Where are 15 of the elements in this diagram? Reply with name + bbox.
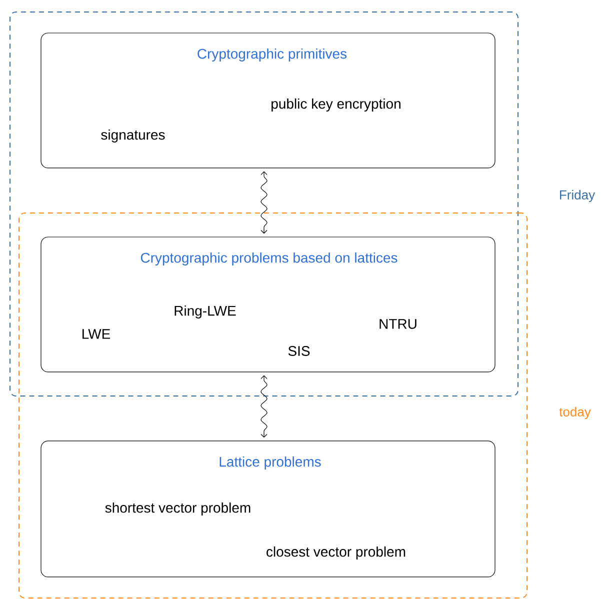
item-text: public key encryption xyxy=(272,98,400,112)
region-label: Friday xyxy=(560,190,596,202)
item-text: closest vector problem xyxy=(266,546,406,560)
item-text: LWE xyxy=(82,329,110,339)
box-heading: Cryptographic primitives xyxy=(198,48,347,62)
box-heading: Cryptographic problems based on lattices xyxy=(140,252,398,266)
wavy-arrow xyxy=(260,171,268,234)
box-heading: Lattice problems xyxy=(220,456,321,470)
item-text: signatures xyxy=(101,129,165,142)
item-text: Ring-LWE xyxy=(174,305,236,318)
item-text: SIS xyxy=(288,346,310,356)
wavy-arrow xyxy=(260,375,268,438)
region-label: today xyxy=(559,406,591,420)
item-text: shortest vector problem xyxy=(105,502,250,516)
item-text: NTRU xyxy=(380,319,416,329)
